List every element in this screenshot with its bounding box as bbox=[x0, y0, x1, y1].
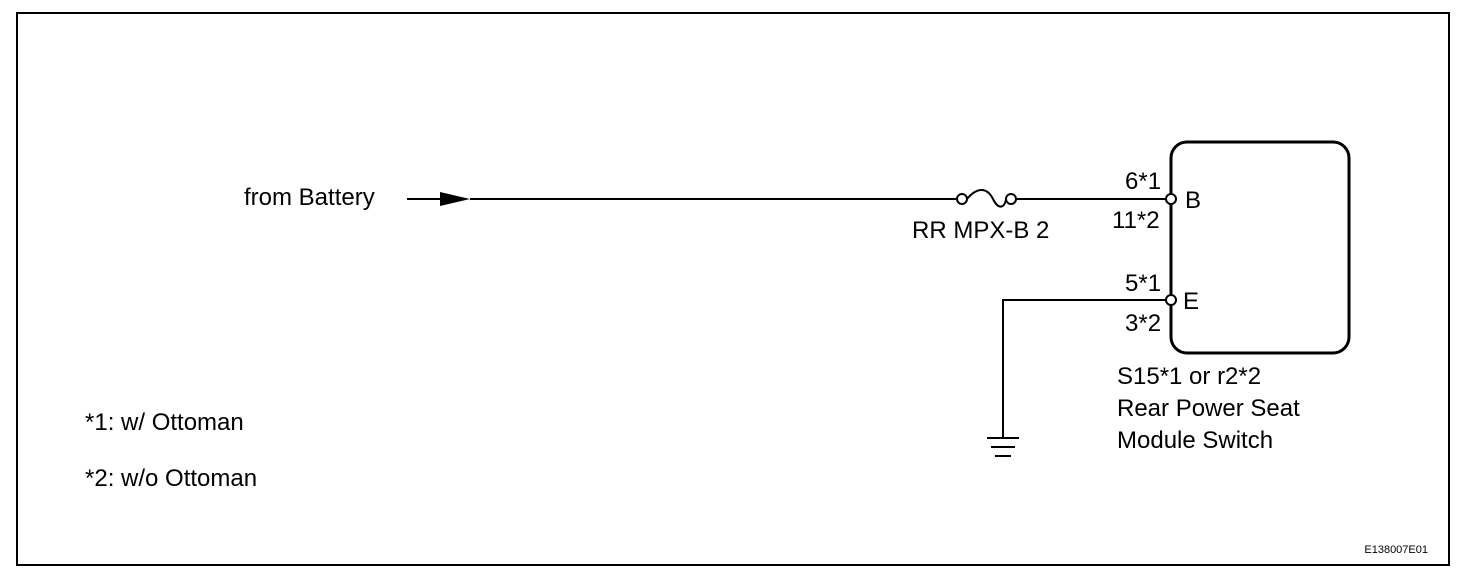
terminal-b-label: B bbox=[1185, 187, 1201, 214]
terminal-e-icon bbox=[1165, 294, 1177, 306]
source-label: from Battery bbox=[244, 184, 375, 211]
note-2: *2: w/o Ottoman bbox=[85, 465, 257, 492]
arrow-icon bbox=[407, 192, 470, 206]
ground-icon bbox=[987, 437, 1019, 457]
component-name-line1: Rear Power Seat bbox=[1117, 395, 1300, 422]
fuse-label: RR MPX-B 2 bbox=[912, 217, 1049, 244]
terminal-b-icon bbox=[1165, 193, 1177, 205]
figure-id: E138007E01 bbox=[1364, 544, 1428, 556]
component-name-line2: Module Switch bbox=[1117, 427, 1273, 454]
fuse-icon bbox=[956, 189, 1017, 208]
pin-e-bottom: 3*2 bbox=[1125, 310, 1161, 337]
ground-wire bbox=[1002, 299, 1166, 438]
pin-b-bottom: 11*2 bbox=[1112, 207, 1160, 234]
pin-b-top: 6*1 bbox=[1125, 168, 1161, 195]
note-1: *1: w/ Ottoman bbox=[85, 409, 244, 436]
terminal-e-label: E bbox=[1183, 288, 1199, 315]
module-switch-box bbox=[1169, 140, 1351, 355]
connector-label: S15*1 or r2*2 bbox=[1117, 363, 1261, 390]
diagram-frame bbox=[16, 12, 1450, 566]
pin-e-top: 5*1 bbox=[1125, 270, 1161, 297]
